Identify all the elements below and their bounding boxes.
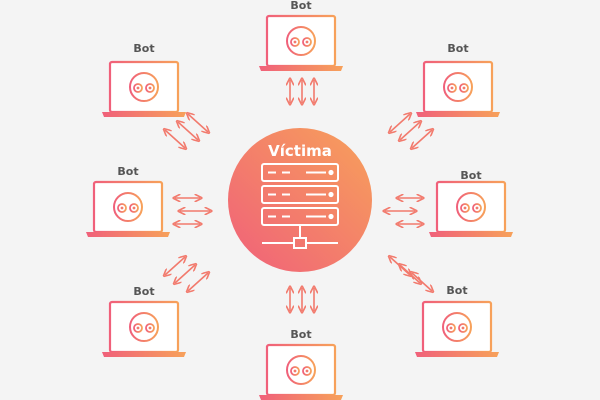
bot-lower-right: Bot	[413, 284, 501, 359]
bot-label: Bot	[133, 285, 154, 298]
bot-label: Bot	[133, 42, 154, 55]
bot-laptop-icon	[84, 180, 172, 239]
bot-label: Bot	[460, 169, 481, 182]
bot-laptop-icon	[257, 14, 345, 73]
connection-arrows	[165, 80, 432, 311]
bot-laptop-icon	[414, 60, 502, 119]
bot-laptop-icon	[413, 300, 501, 359]
bot-label: Bot	[446, 284, 467, 297]
bot-laptop-icon	[100, 300, 188, 359]
bot-label: Bot	[117, 165, 138, 178]
bot-bottom: Bot	[257, 328, 345, 400]
bot-label: Bot	[290, 328, 311, 341]
victim-node: Víctima	[228, 128, 372, 272]
bot-lower-left: Bot	[100, 285, 188, 359]
bot-left: Bot	[84, 165, 172, 239]
server-icon	[261, 163, 339, 249]
bot-label: Bot	[447, 42, 468, 55]
bot-upper-right: Bot	[414, 42, 502, 119]
bot-top: Bot	[257, 0, 345, 73]
bot-right: Bot	[427, 169, 515, 239]
bot-laptop-icon	[257, 343, 345, 400]
bot-label: Bot	[290, 0, 311, 12]
bot-upper-left: Bot	[100, 42, 188, 119]
victim-label: Víctima	[268, 142, 332, 160]
bot-laptop-icon	[427, 180, 515, 239]
bot-laptop-icon	[100, 60, 188, 119]
